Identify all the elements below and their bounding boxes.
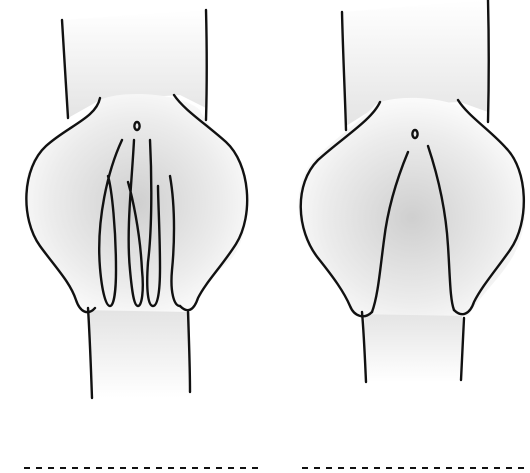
left-bulb-fill bbox=[25, 94, 248, 312]
right-figure bbox=[298, 0, 525, 382]
left-figure bbox=[25, 10, 248, 398]
left-stem-bottom-fill bbox=[87, 305, 190, 398]
right-bulb-fill bbox=[298, 98, 525, 316]
left-stem-line-top-right bbox=[206, 10, 207, 120]
right-stem-bottom-fill bbox=[364, 308, 462, 382]
right-stem-line-top-right bbox=[488, 0, 489, 122]
